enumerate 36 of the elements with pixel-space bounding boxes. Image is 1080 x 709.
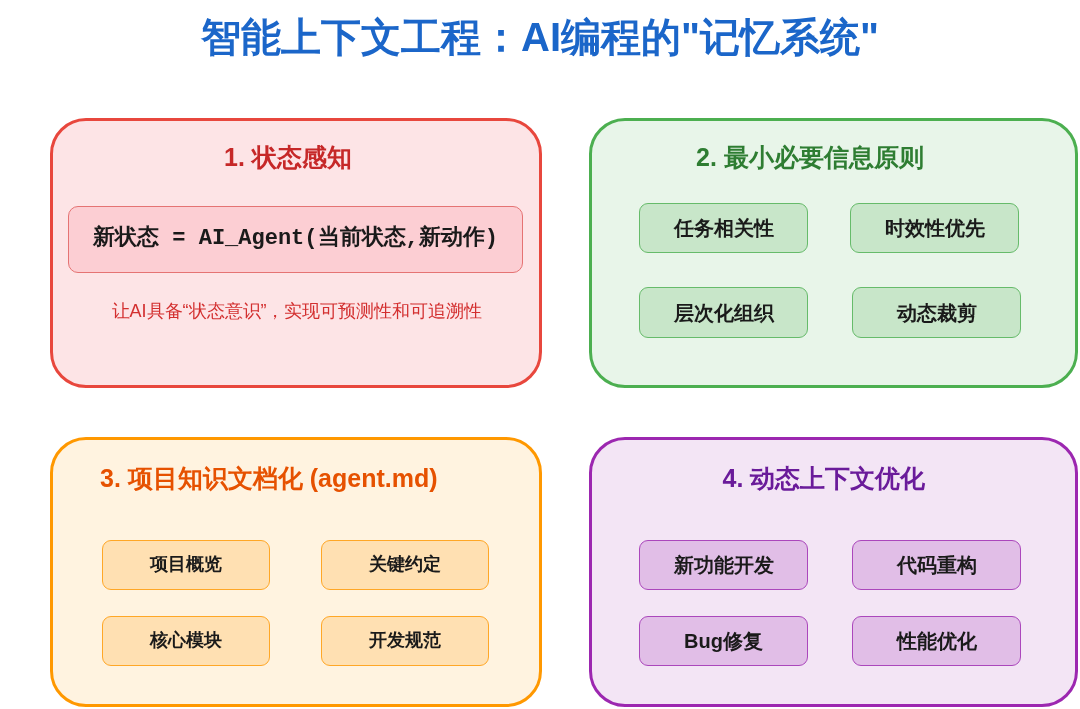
formula-box bbox=[68, 206, 523, 273]
topic-label: 关键约定 bbox=[369, 554, 441, 576]
section-panel bbox=[589, 437, 1078, 707]
topic-box bbox=[639, 287, 808, 338]
section-heading: 4. 动态上下文优化 bbox=[722, 463, 926, 493]
section-heading: 3. 项目知识文档化 (agent.md) bbox=[100, 463, 438, 493]
topic-label: 层次化组织 bbox=[673, 300, 774, 325]
section-panel bbox=[50, 118, 542, 388]
topic-box bbox=[321, 616, 489, 666]
topic-label: 项目概览 bbox=[150, 554, 222, 576]
section-heading: 2. 最小必要信息原则 bbox=[696, 142, 924, 172]
topic-box bbox=[321, 540, 489, 590]
topic-box bbox=[852, 616, 1021, 666]
topic-label: 开发规范 bbox=[369, 630, 441, 652]
section-heading: 1. 状态感知 bbox=[224, 142, 352, 172]
topic-label: 代码重构 bbox=[896, 553, 977, 577]
section-panel bbox=[589, 118, 1078, 388]
topic-label: 核心模块 bbox=[150, 630, 222, 652]
topic-label: 新功能开发 bbox=[673, 553, 774, 577]
topic-box bbox=[639, 203, 808, 253]
topic-box bbox=[639, 616, 808, 666]
topic-label: 动态裁剪 bbox=[896, 300, 977, 325]
diagram-title: 智能上下文工程：AI编程的"记忆系统" bbox=[201, 14, 879, 61]
section-panel bbox=[50, 437, 542, 707]
topic-box bbox=[852, 540, 1021, 590]
topic-box bbox=[852, 287, 1021, 338]
topic-label: Bug修复 bbox=[684, 629, 763, 653]
topic-label: 性能优化 bbox=[896, 629, 977, 653]
topic-label: 任务相关性 bbox=[673, 216, 774, 240]
topic-label: 时效性优先 bbox=[884, 216, 985, 240]
topic-box bbox=[102, 616, 270, 666]
description-text: 让AI具备“状态意识”，实现可预测性和可追溯性 bbox=[111, 301, 483, 323]
topic-box bbox=[102, 540, 270, 590]
topic-box bbox=[639, 540, 808, 590]
topic-box bbox=[850, 203, 1019, 253]
formula-text: 新状态 = AI_Agent(当前状态,新动作) bbox=[93, 226, 498, 253]
